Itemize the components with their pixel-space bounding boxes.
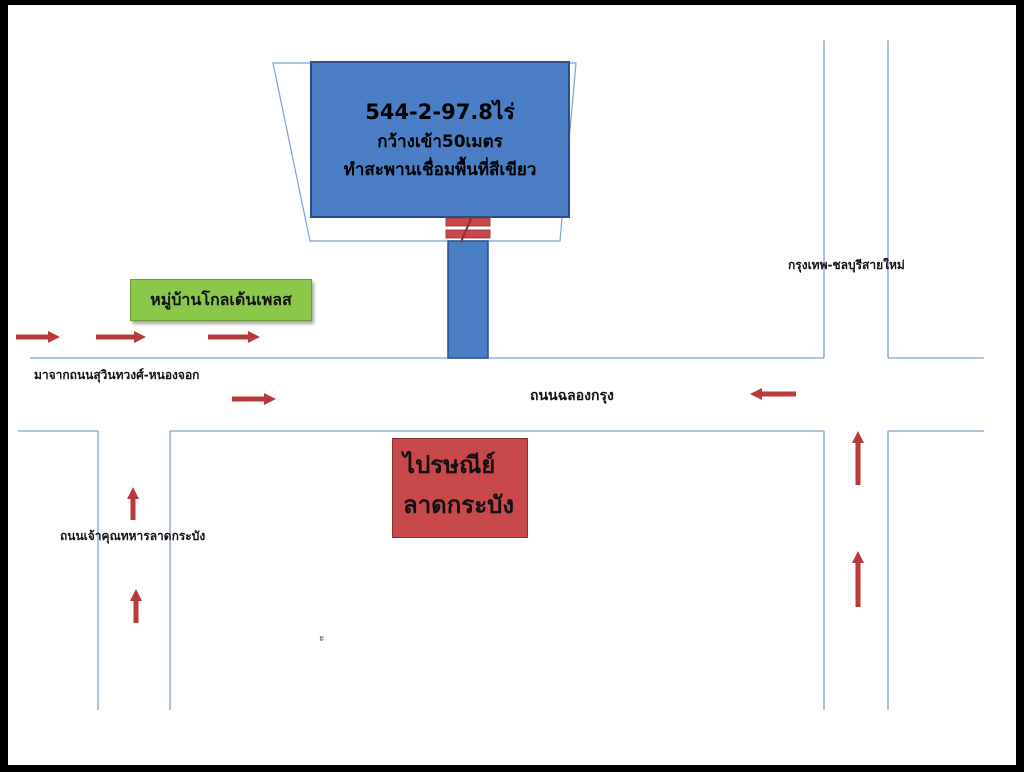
land-plot-box: 544-2-97.8ไร่ กว้างเข้า50เมตร ทำสะพานเชื…: [310, 61, 570, 218]
plot-area-text: 544-2-97.8ไร่: [365, 99, 515, 124]
village-label: หมู่บ้านโกลเด้นเพลส: [150, 289, 292, 309]
post-office-line2: ลาดกระบัง: [403, 491, 515, 519]
plot-note-text: ทำสะพานเชื่อมพื้นที่สีเขียว: [343, 159, 537, 180]
plot-frontage-text: กว้างเข้า50เมตร: [377, 131, 503, 152]
side-road-label: ถนนเจ้าคุณทหารลาดกระบัง: [60, 529, 206, 543]
bridge-icon: [445, 213, 491, 243]
post-office-line1: ไปรษณีย์: [403, 451, 496, 479]
stray-mark: ะ: [319, 633, 325, 644]
post-office-box: ไปรษณีย์ ลาดกระบัง: [392, 438, 528, 538]
traffic-arrows: [16, 330, 865, 623]
access-road: [447, 240, 489, 359]
highway-label: กรุงเทพ-ชลบุรีสายใหม่: [788, 258, 905, 272]
main-road-label: ถนนฉลองกรุง: [530, 388, 614, 404]
road-lines: [16, 40, 984, 710]
map-canvas: 544-2-97.8ไร่ กว้างเข้า50เมตร ทำสะพานเชื…: [8, 5, 1016, 765]
from-road-label: มาจากถนนสุวินทวงศ์-หนองจอก: [34, 368, 200, 382]
village-label-box: หมู่บ้านโกลเด้นเพลส: [130, 279, 312, 321]
